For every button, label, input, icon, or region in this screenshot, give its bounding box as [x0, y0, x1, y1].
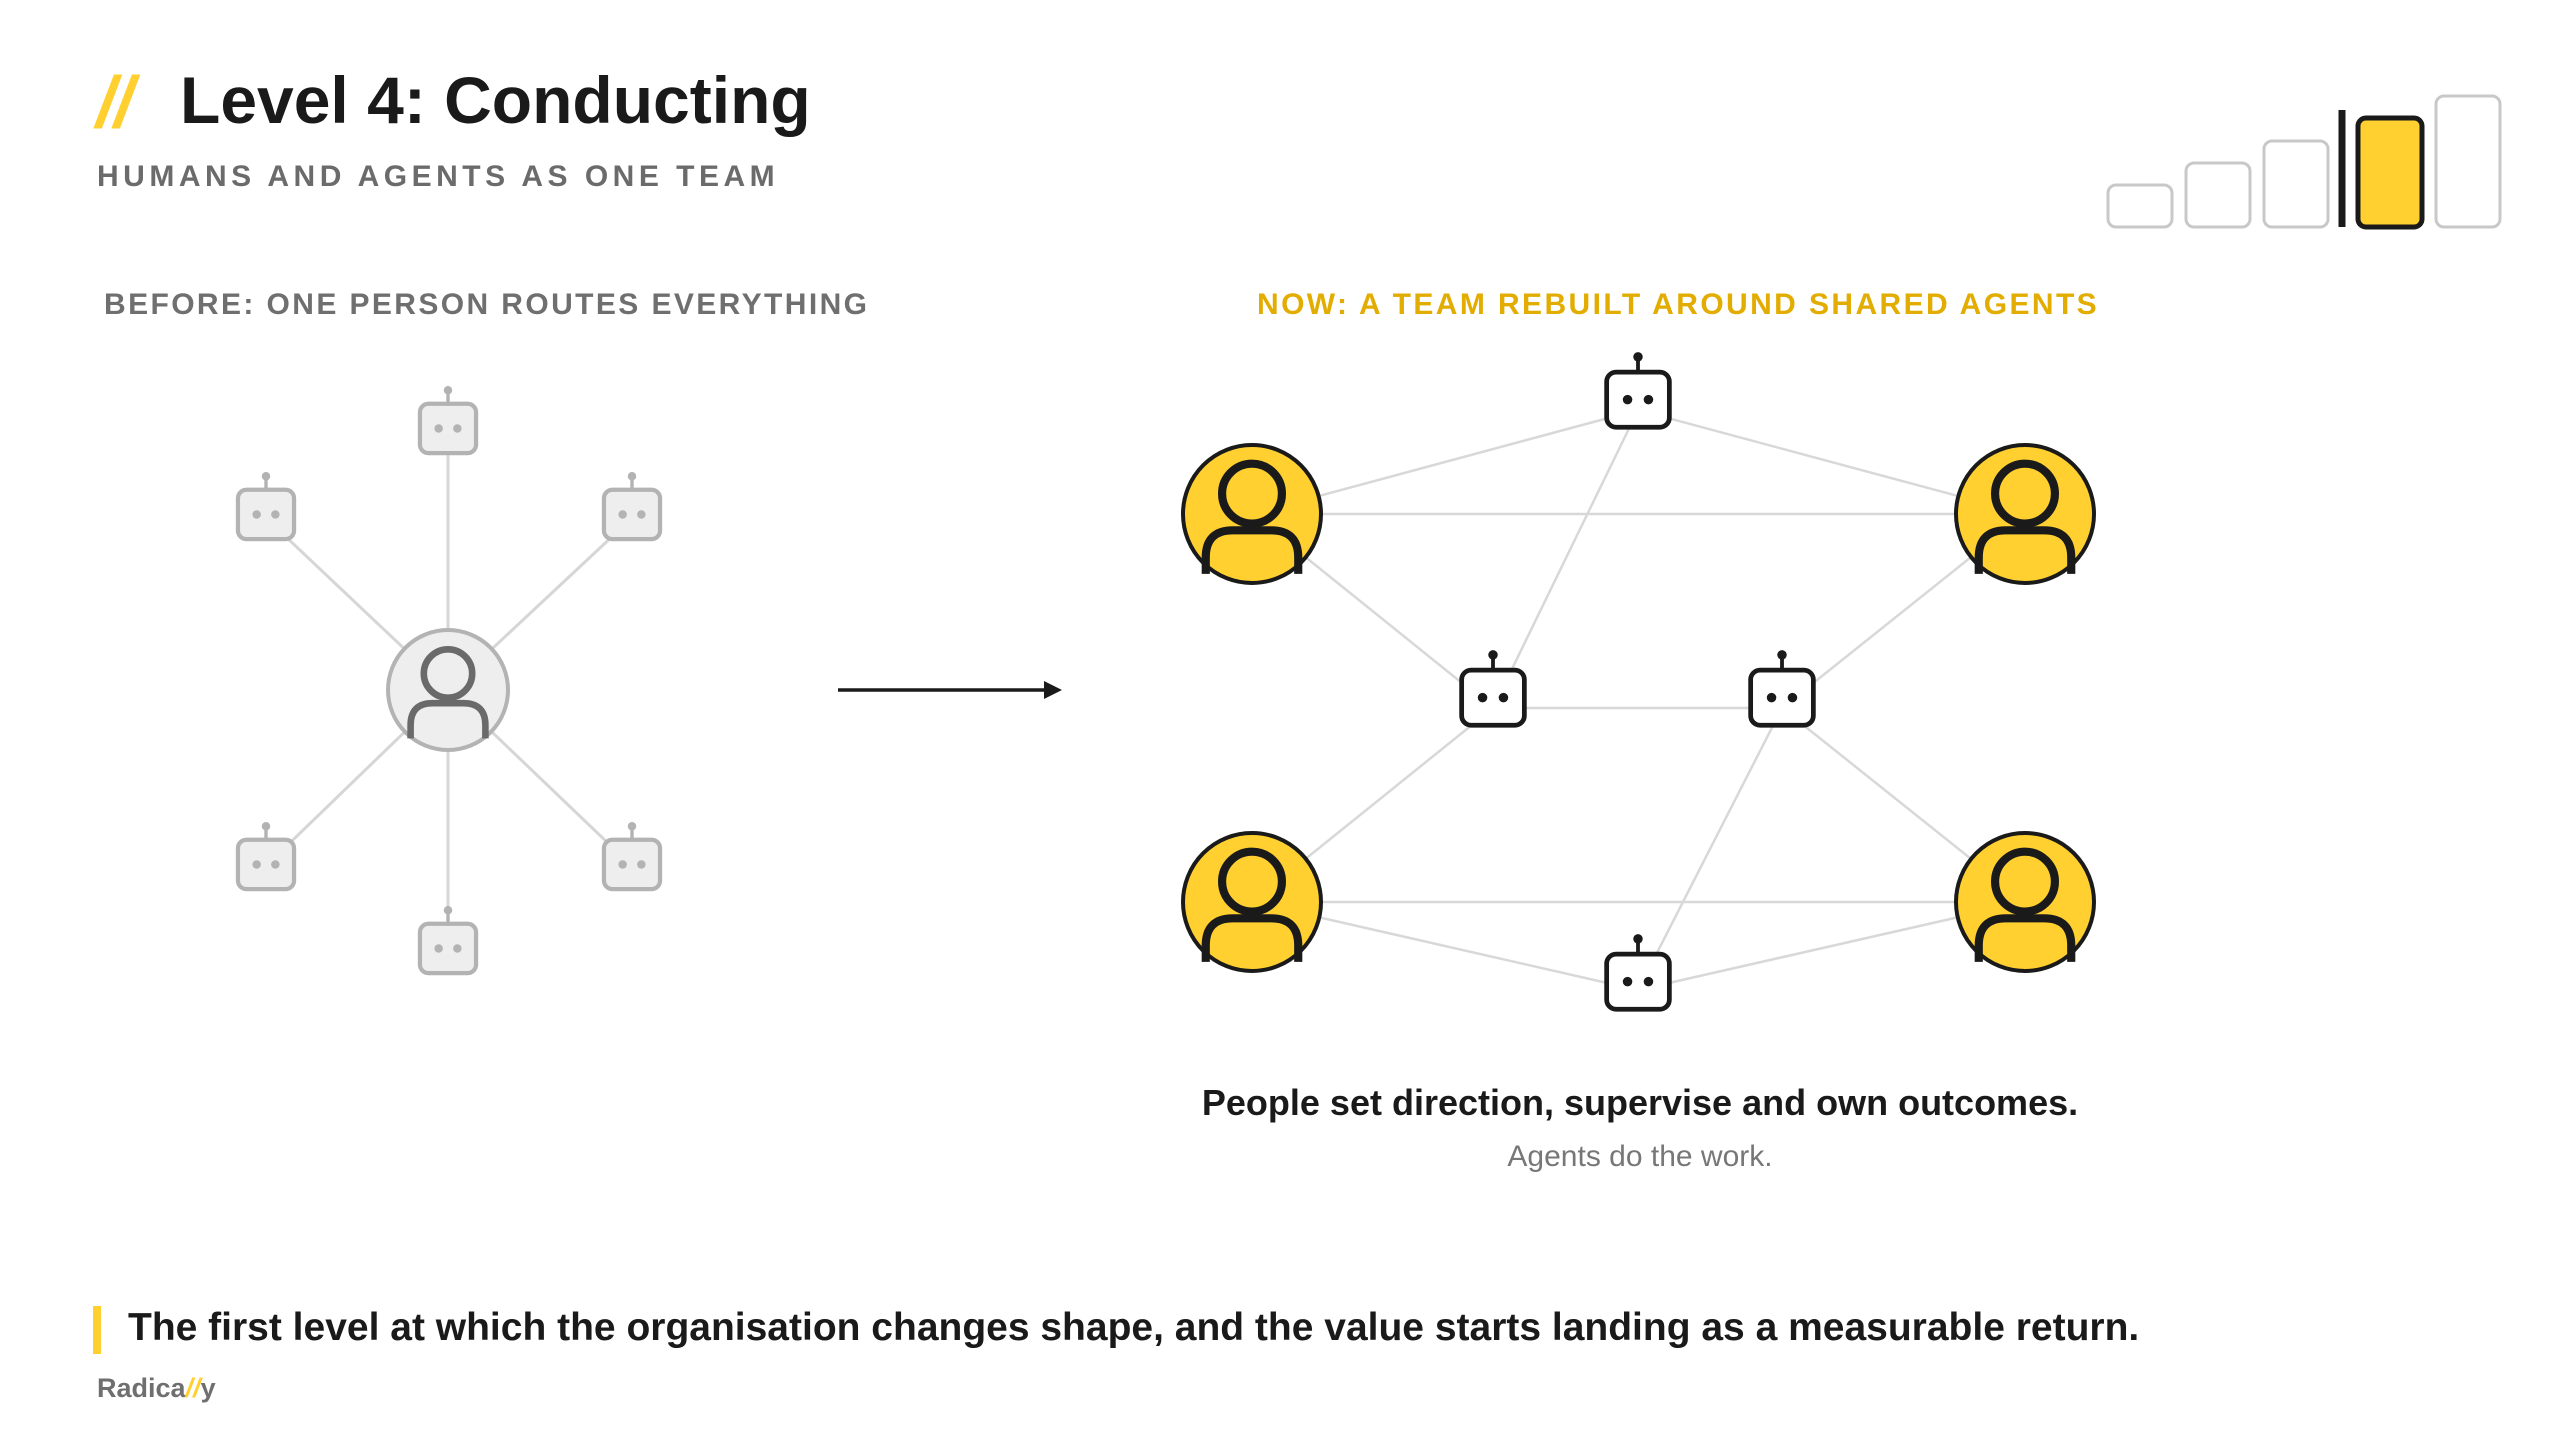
page-title: Level 4: Conducting	[180, 63, 811, 137]
link-line	[1491, 409, 1640, 709]
brand-suffix: y	[200, 1373, 216, 1403]
robot-icon	[604, 472, 660, 539]
level-5-bar	[2434, 94, 2502, 229]
person-node	[1181, 443, 1323, 585]
level-2-bar	[2184, 161, 2252, 229]
robot-icon	[1751, 650, 1814, 725]
link-line	[1636, 707, 1784, 991]
level-1-bar	[2106, 183, 2174, 229]
level-4-bar	[2355, 115, 2425, 230]
hub-person-circle	[386, 628, 510, 752]
robot-icon	[238, 472, 294, 539]
robot-icon	[1607, 352, 1670, 427]
brand-logo: Radica//y	[97, 1373, 216, 1404]
robot-icon	[420, 386, 476, 453]
footer-accent-bar	[93, 1306, 101, 1354]
person-node	[1954, 443, 2096, 585]
robot-icon	[604, 822, 660, 889]
person-node	[1954, 831, 2096, 973]
now-caption-main: People set direction, supervise and own …	[1201, 1082, 2079, 1123]
title-accent-mark: //	[96, 63, 134, 143]
before-diagram	[238, 386, 660, 973]
robot-icon	[420, 906, 476, 973]
brand-accent: //	[185, 1373, 201, 1403]
now-caption-sub: Agents do the work.	[1507, 1140, 1773, 1173]
person-node	[1181, 831, 1323, 973]
now-panel-label: NOW: A TEAM REBUILT AROUND SHARED AGENTS	[1257, 288, 2100, 321]
robot-icon	[238, 822, 294, 889]
page-subtitle: HUMANS AND AGENTS AS ONE TEAM	[97, 160, 780, 193]
level-3-bar	[2262, 139, 2330, 229]
now-diagram	[1181, 352, 2096, 1009]
brand-prefix: Radica	[97, 1373, 186, 1403]
footer-statement: The first level at which the organisatio…	[128, 1306, 2140, 1349]
transition-arrow	[838, 681, 1062, 699]
before-panel-label: BEFORE: ONE PERSON ROUTES EVERYTHING	[104, 288, 870, 321]
level-indicator	[2106, 94, 2502, 230]
